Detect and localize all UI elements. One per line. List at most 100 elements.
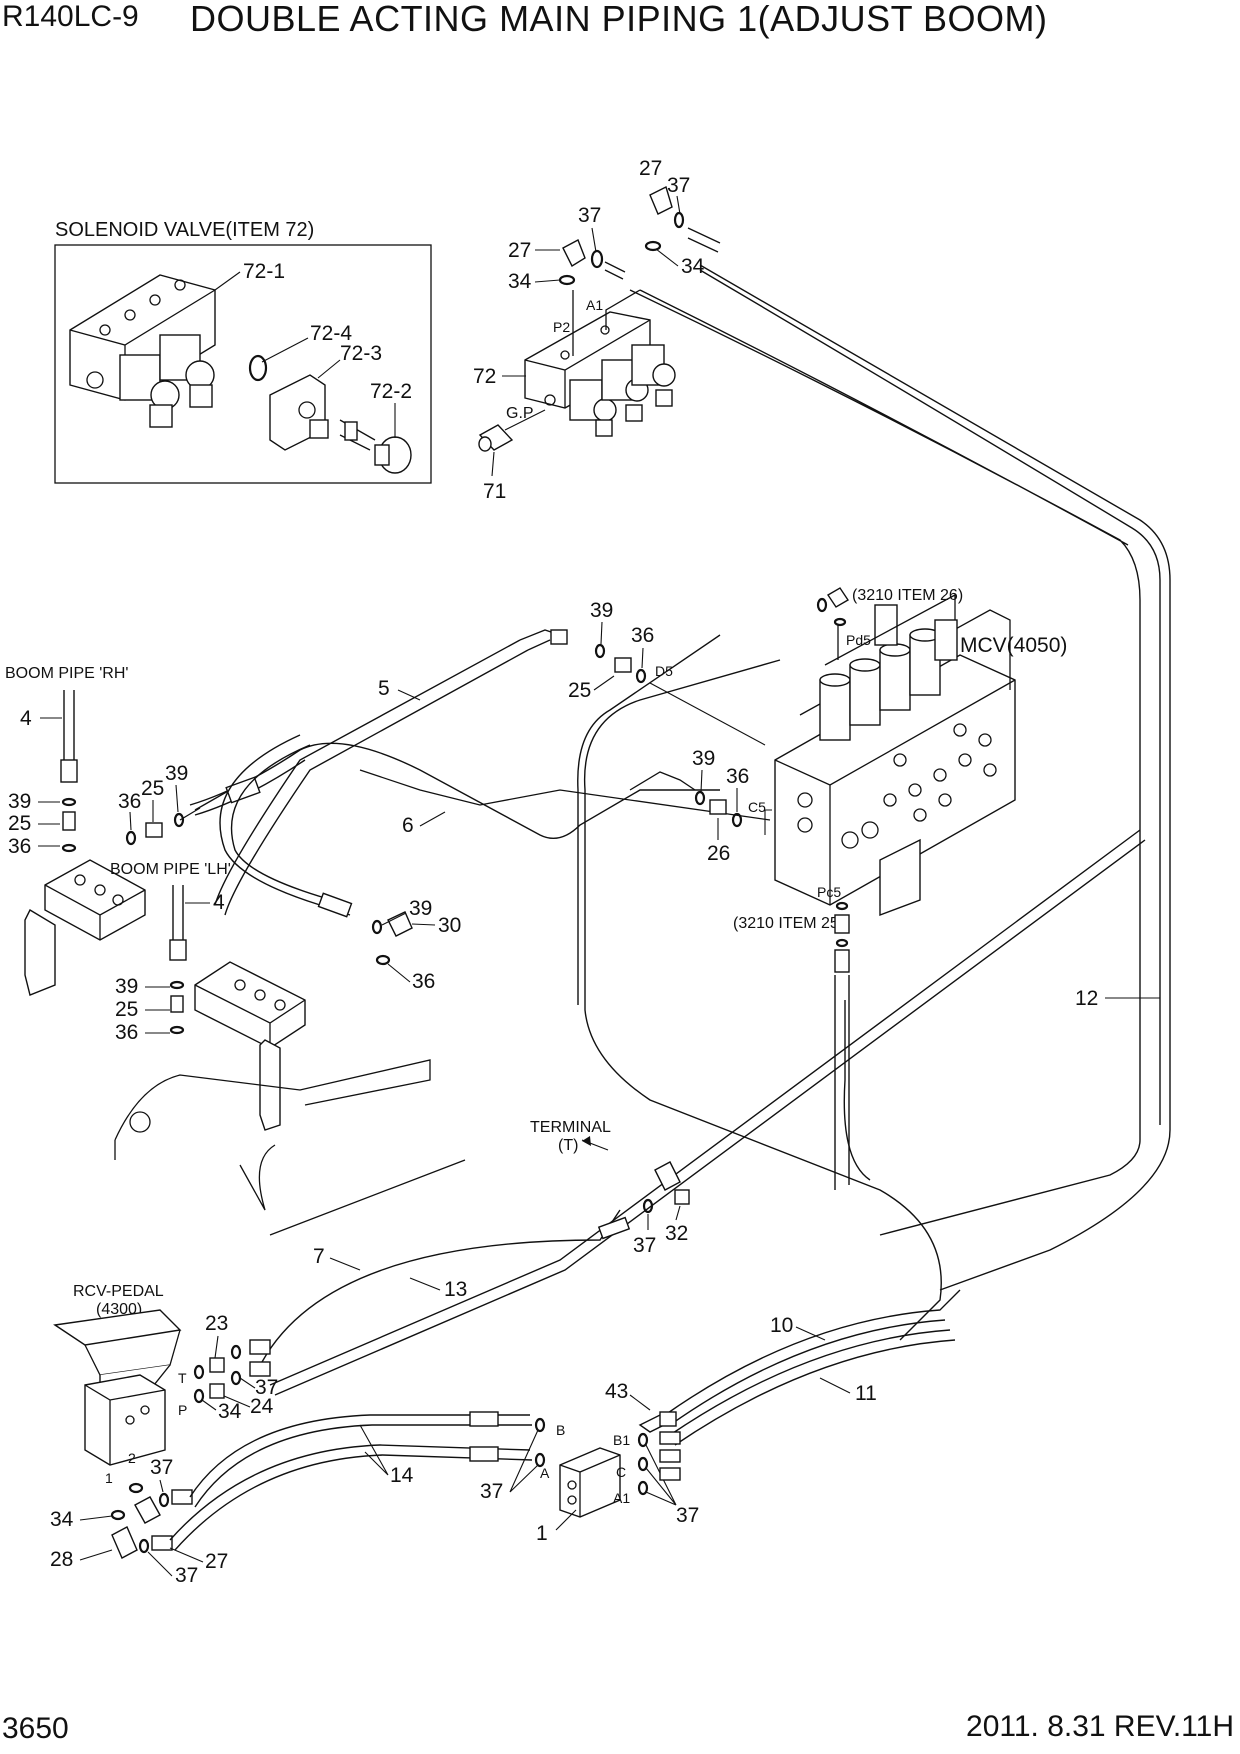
bracket-lh: [194, 961, 306, 1131]
fitting-43: [638, 1411, 677, 1433]
solenoid-valve-inset: SOLENOID VALVE(ITEM 72) 72-1: [54, 219, 432, 484]
callout-39f: 39: [115, 975, 138, 998]
fitting-71: [478, 409, 546, 452]
ref-item26: (3210 ITEM 26): [852, 587, 963, 604]
port-c: C: [616, 1464, 626, 1480]
callout-34c: 34: [218, 1400, 242, 1423]
callout-37b: 37: [578, 204, 601, 227]
fittings-c5: [694, 790, 743, 828]
callout-25b: 25: [8, 812, 31, 835]
hoses-14: [169, 1411, 533, 1551]
callout-39b: 39: [8, 790, 31, 813]
callout-72: 72: [473, 365, 496, 388]
rcv-fittings: [110, 1339, 271, 1559]
mcv-label: MCV(4050): [960, 634, 1067, 657]
pipe-12: [699, 264, 1171, 1291]
terminal-t-label: (T): [558, 1137, 578, 1154]
port-p: P: [178, 1402, 187, 1418]
ref-item25: (3210 ITEM 25): [733, 915, 844, 932]
callout-36a: 36: [631, 624, 654, 647]
boom-pipe-rh: [60, 690, 78, 853]
callout-5: 5: [378, 677, 390, 700]
callout-37e: 37: [676, 1504, 699, 1527]
callout-39d: 39: [692, 747, 715, 770]
callout-37a: 37: [667, 174, 690, 197]
callout-25d: 25: [115, 998, 138, 1021]
callout-72-4: 72-4: [310, 322, 352, 345]
boom-pipe-rh-label: BOOM PIPE 'RH': [5, 665, 128, 682]
port-a1-top: A1: [586, 297, 603, 313]
boom-outline: [114, 1059, 466, 1236]
inset-frame: [54, 244, 432, 484]
inset-title: SOLENOID VALVE(ITEM 72): [55, 219, 314, 241]
callout-36b: 36: [8, 835, 31, 858]
callout-71: 71: [483, 480, 506, 503]
callout-72-1: 72-1: [243, 260, 285, 283]
port-a: A: [540, 1465, 550, 1481]
callout-27b: 27: [508, 239, 531, 262]
fittings-left-upper: [125, 812, 185, 846]
callout-1: 1: [536, 1522, 548, 1545]
callout-39c: 39: [165, 762, 188, 785]
port-c5: C5: [748, 799, 766, 815]
callout-34b: 34: [681, 255, 705, 278]
page-title: DOUBLE ACTING MAIN PIPING 1(ADJUST BOOM): [190, 0, 1048, 39]
callout-37h: 37: [175, 1564, 198, 1587]
rcv-pedal-label: RCV-PEDAL: [73, 1283, 164, 1300]
callout-11: 11: [855, 1382, 877, 1405]
boom-pipe-lh: [169, 885, 187, 1035]
callout-4b: 4: [213, 891, 225, 914]
callout-72-3: 72-3: [340, 342, 382, 365]
port-t: T: [178, 1370, 187, 1386]
bracket-rh: [24, 859, 146, 996]
callout-34a: 34: [508, 270, 532, 293]
callout-37g: 37: [150, 1456, 173, 1479]
inset-oring: [248, 354, 268, 382]
mcv-block: [774, 593, 1016, 917]
callout-43: 43: [605, 1380, 628, 1403]
port-d5: D5: [655, 663, 673, 679]
inset-valve-block: [69, 274, 216, 428]
callout-7: 7: [313, 1245, 325, 1268]
callout-10: 10: [770, 1314, 793, 1337]
callout-12: 12: [1075, 987, 1098, 1010]
right-fittings-10-11: [659, 1431, 681, 1481]
item25-fitting: [834, 901, 850, 1190]
inset-coil: [269, 374, 329, 451]
callout-6: 6: [402, 814, 414, 837]
port-b1: B1: [613, 1432, 630, 1448]
fittings-30: [371, 911, 413, 966]
callout-36f: 36: [115, 1021, 138, 1044]
pipe-7-13: [261, 829, 1146, 1396]
callout-39a: 39: [590, 599, 613, 622]
shuttle-block-1: [534, 1417, 649, 1518]
callout-32: 32: [665, 1222, 688, 1245]
callout-14: 14: [390, 1464, 414, 1487]
callout-30: 30: [438, 914, 461, 937]
fittings-d5: [594, 643, 647, 684]
port-pd5: Pd5: [846, 632, 871, 648]
port-2: 2: [128, 1450, 136, 1466]
rcv-pedal: [53, 1309, 182, 1466]
pipes-10-11: [664, 1289, 961, 1446]
callout-25c: 25: [141, 777, 164, 800]
callout-23: 23: [205, 1312, 228, 1335]
terminal-fitting-32: [642, 1161, 690, 1214]
inset-cartridge: [339, 419, 412, 474]
hose-6: [179, 734, 720, 918]
callout-26: 26: [707, 842, 730, 865]
hose-5: [214, 629, 771, 916]
callout-72-2: 72-2: [370, 380, 412, 403]
solenoid-valve-72: [524, 311, 676, 437]
boom-pipe-lh-label: BOOM PIPE 'LH': [110, 861, 231, 878]
item26-fitting: [816, 587, 849, 660]
port-pc5: Pc5: [817, 884, 841, 900]
callout-27c: 27: [205, 1550, 228, 1573]
port-a1-bottom: A1: [613, 1490, 630, 1506]
callout-13: 13: [444, 1278, 467, 1301]
port-gp: G.P: [506, 405, 534, 422]
terminal-label: TERMINAL: [530, 1119, 611, 1136]
callout-25a: 25: [568, 679, 591, 702]
port-b: B: [556, 1422, 565, 1438]
